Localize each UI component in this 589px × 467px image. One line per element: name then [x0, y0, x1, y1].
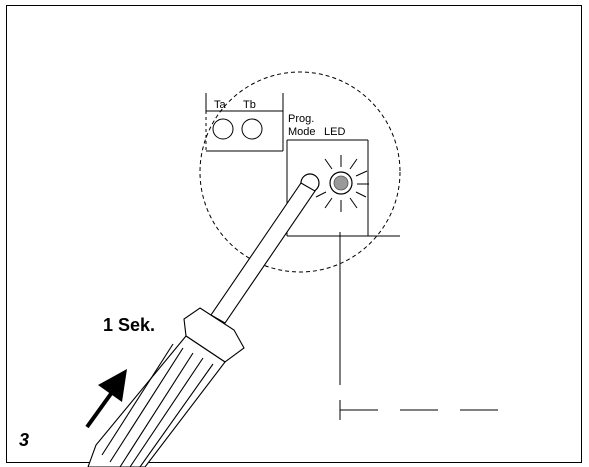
led-label: LED	[324, 126, 345, 138]
prog-mode-label-line2: Mode	[288, 126, 316, 138]
figure-frame	[6, 5, 582, 463]
led-icon	[329, 171, 353, 195]
figure-number: 3	[19, 430, 29, 450]
terminal-b	[241, 118, 263, 140]
led-rays	[315, 155, 369, 212]
board-outline	[286, 139, 400, 237]
terminal-block	[205, 93, 284, 152]
prog-mode-label-line1: Prog.	[288, 113, 314, 125]
screwdriver	[87, 182, 316, 467]
terminal-b-label: Tb	[243, 99, 256, 111]
terminal-a	[212, 118, 234, 140]
terminal-a-label: Ta	[214, 99, 227, 111]
magnifier-circle	[199, 71, 401, 273]
duration-label: 1 Sek.	[103, 315, 155, 335]
push-arrow-icon	[85, 369, 127, 429]
